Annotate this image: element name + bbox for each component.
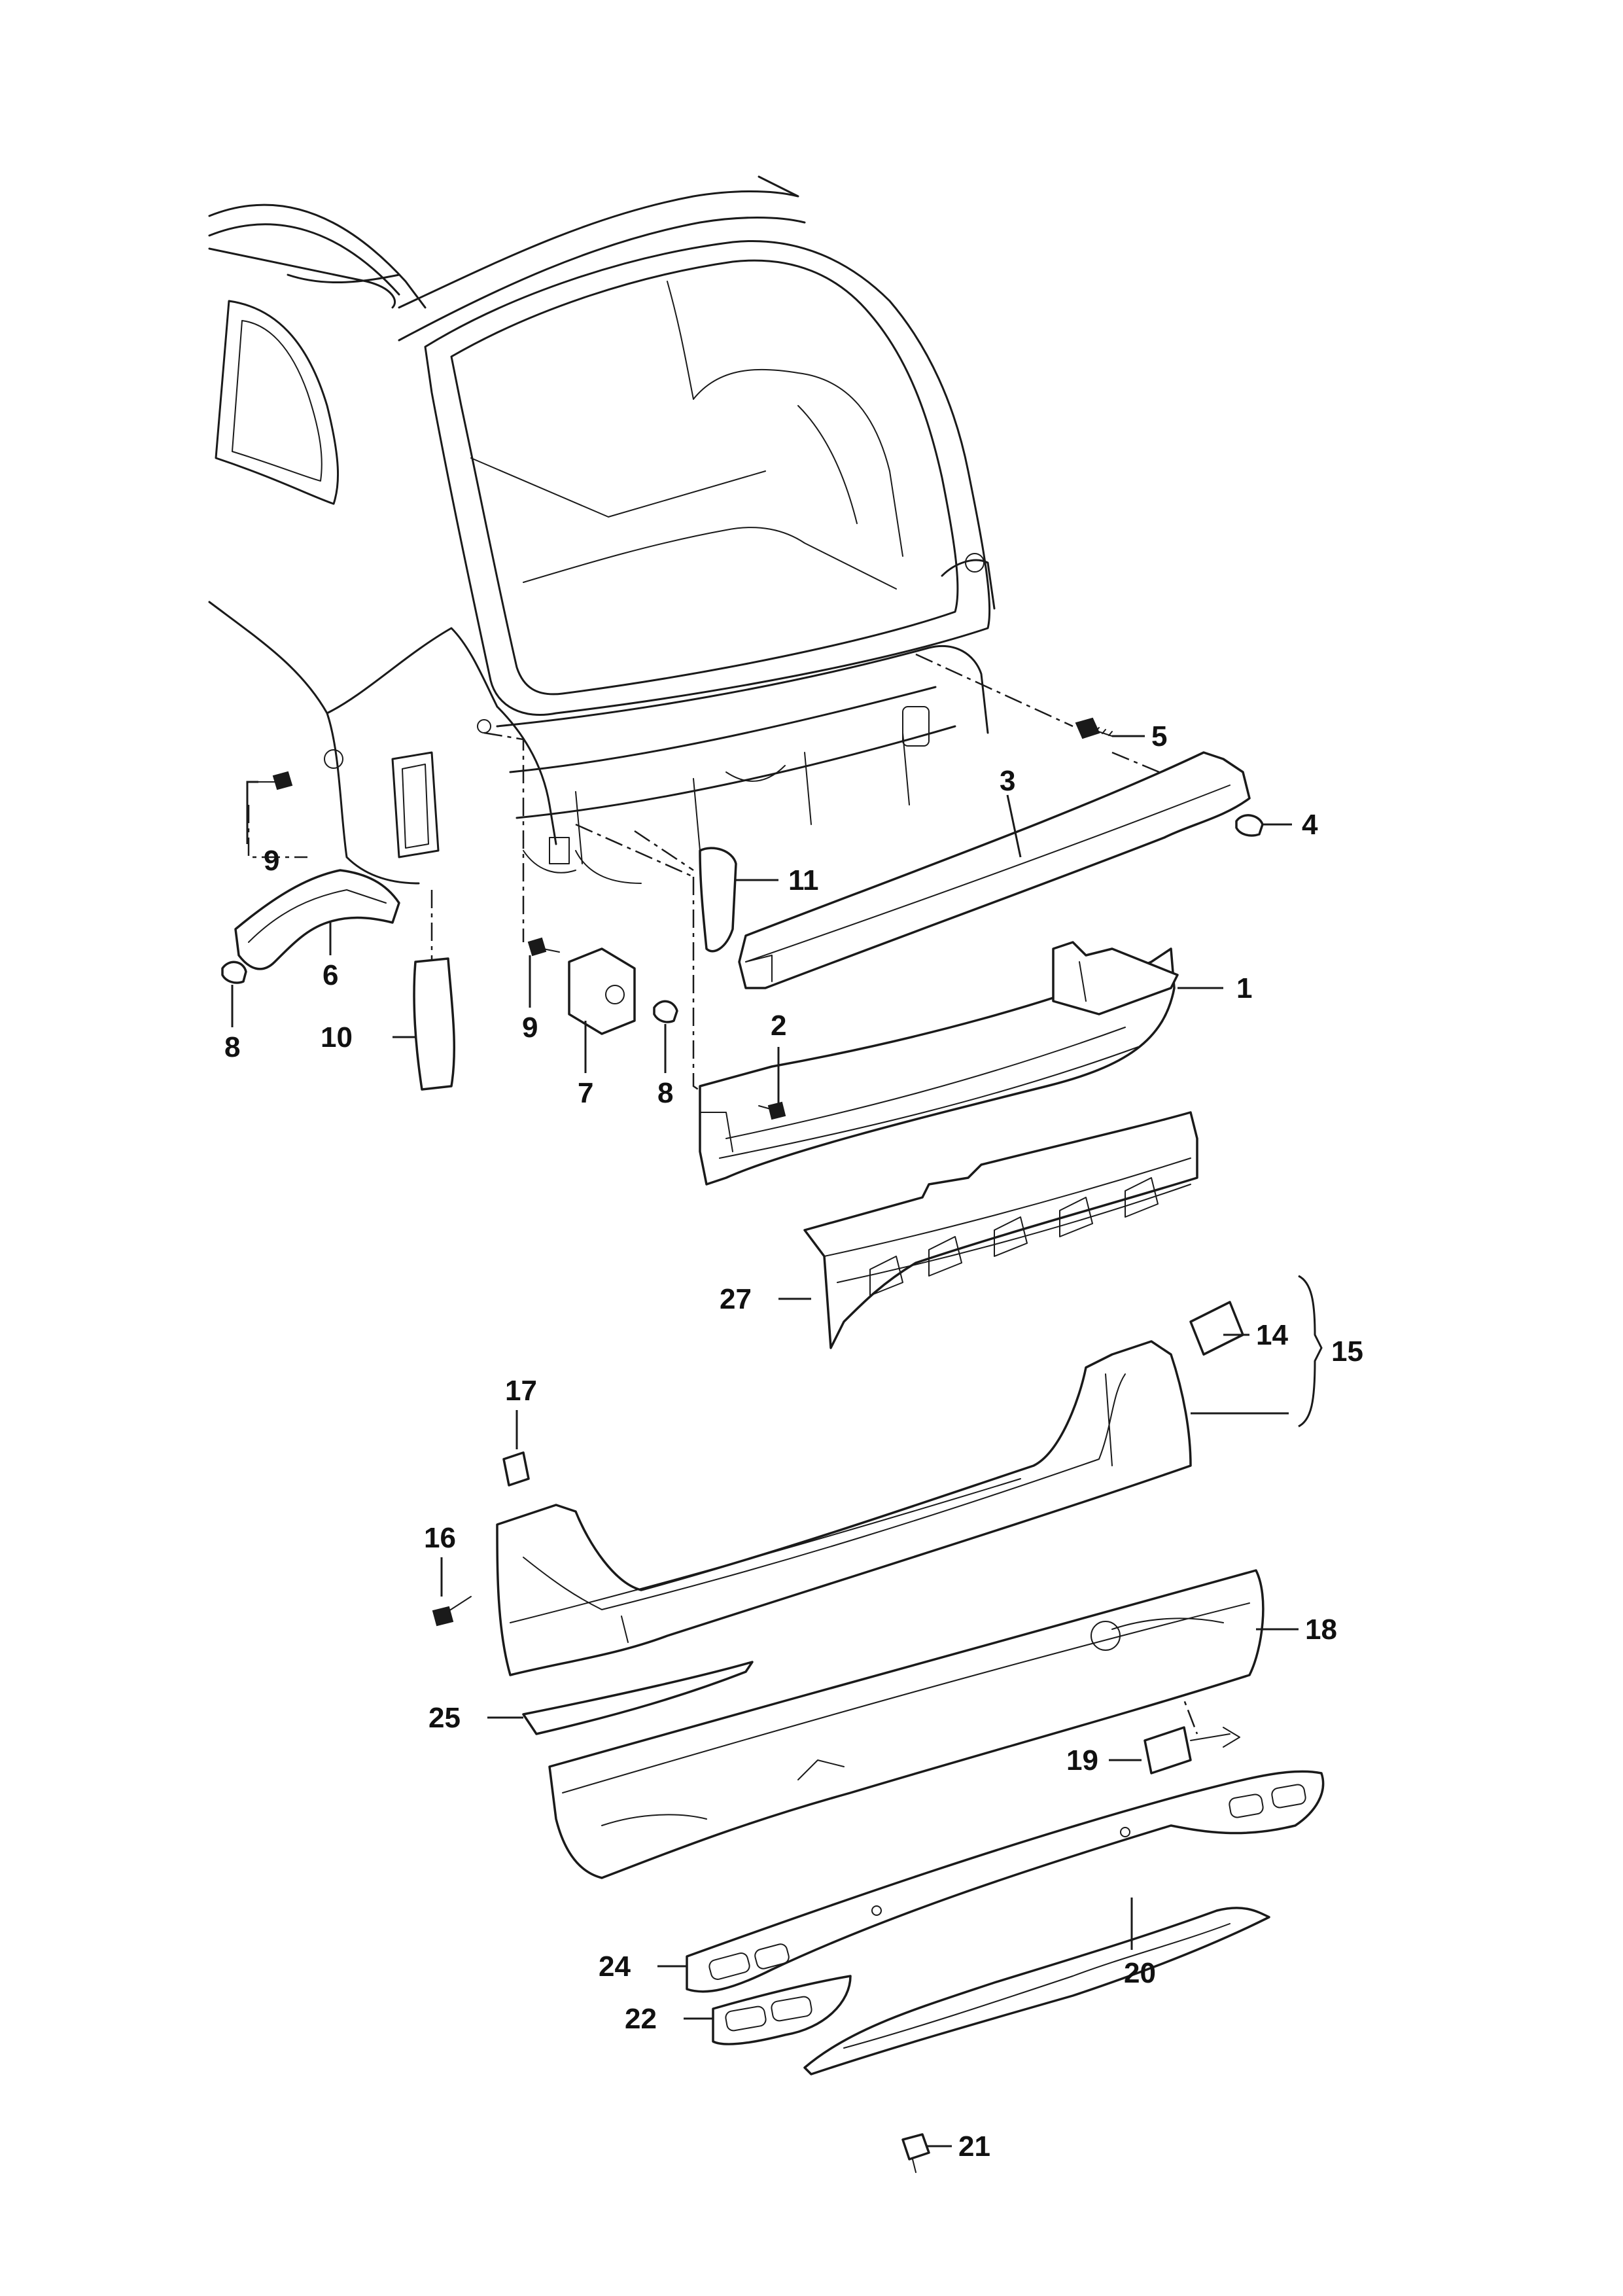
part-24-exhaust-trim [686,1770,1325,1993]
callout-11: 11 [788,864,819,896]
callout-9-right: 9 [522,1012,538,1044]
callout-14: 14 [1256,1319,1288,1351]
part-11-bracket [699,847,737,953]
part-22-exhaust-tip [712,1975,852,2045]
part-7-bracket [568,947,636,1035]
callout-7: 7 [578,1077,593,1109]
vehicle-rear-body [208,175,996,885]
callout-17: 17 [505,1375,537,1407]
part-21-clip [901,2133,930,2173]
callout-18: 18 [1305,1614,1337,1646]
callout-27: 27 [720,1283,752,1315]
part-8-cap-right [653,1000,678,1023]
part-9-bolt-left [258,771,293,790]
part-10-insert [413,957,456,1091]
part-4-cap [1235,814,1264,837]
callout-5: 5 [1151,720,1167,752]
leader-lines [231,735,1323,2147]
callout-6: 6 [323,959,338,991]
callout-9-left: 9 [264,845,279,877]
callout-8-left: 8 [224,1031,240,1063]
callout-1: 1 [1236,972,1252,1004]
callout-labels: 1 2 3 4 5 6 7 8 8 9 9 10 11 14 15 16 17 … [224,720,1363,2163]
callout-4: 4 [1302,809,1318,841]
part-18-diffuser [548,1569,1265,1879]
callout-19: 19 [1066,1744,1098,1776]
part-20-lower-trim [803,1907,1270,2075]
part-2-bolt [758,1101,786,1120]
part-16-bolt [432,1596,472,1627]
callout-22: 22 [625,2003,657,2035]
part-8-cap-left [221,961,247,984]
part-25-strip [522,1661,754,1735]
callout-16: 16 [424,1522,456,1554]
callout-10: 10 [321,1021,353,1053]
part-15-bumper-cover [496,1340,1192,1676]
callout-3: 3 [1000,765,1015,797]
callout-21: 21 [958,2130,990,2163]
callout-25: 25 [428,1702,461,1734]
part-9-bolt-right [527,937,560,957]
callout-20: 20 [1124,1957,1156,1989]
callout-24: 24 [599,1951,631,1983]
part-6-trim [234,869,400,970]
callout-15: 15 [1331,1335,1363,1368]
part-3-upper-beam [738,751,1251,989]
part-5-bolt [1075,717,1113,739]
part-14-pad [1189,1301,1244,1356]
callout-8-right: 8 [657,1077,673,1109]
part-17-clip [502,1451,530,1487]
part-19-sensor [1143,1726,1240,1775]
callout-2: 2 [771,1010,786,1042]
part-1-bumper-carrier [699,941,1179,1186]
part-27-impact-absorber [803,1111,1198,1349]
